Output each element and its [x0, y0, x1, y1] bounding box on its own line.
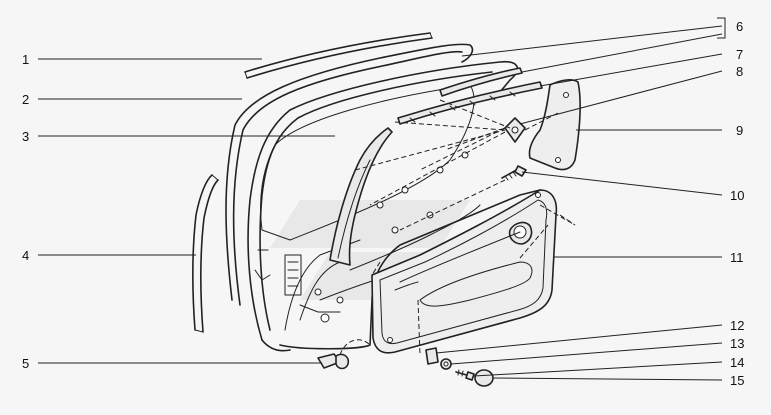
- part-4-door-edge-seal: [192, 174, 219, 333]
- callout-10: 10: [730, 188, 744, 203]
- leader-10: [521, 171, 723, 196]
- part-12-clip-bracket: [425, 347, 439, 365]
- callout-7: 7: [736, 47, 743, 62]
- part-13-washer: [440, 358, 452, 370]
- part-14-screw: [455, 369, 475, 381]
- callout-4: 4: [22, 248, 29, 263]
- part-5-push-clip: [317, 353, 350, 370]
- callout-8: 8: [736, 64, 743, 79]
- callout-11: 11: [730, 250, 744, 265]
- callout-6: 6: [736, 19, 743, 34]
- leader-14: [473, 361, 723, 377]
- callout-2: 2: [22, 92, 29, 107]
- leader-13: [450, 342, 723, 365]
- callout-5: 5: [22, 356, 29, 371]
- part-3-window-channel: [329, 127, 393, 266]
- part-8-clip: [504, 117, 526, 143]
- part-15-cap: [474, 369, 494, 387]
- callout-numbers: 1 2 3 4 5 6 7 8 9 10 11 12 13 14 15: [22, 19, 744, 388]
- callout-3: 3: [22, 129, 29, 144]
- callout-1: 1: [22, 52, 29, 67]
- part-7-window-trim: [397, 81, 543, 125]
- leader-7: [539, 53, 723, 87]
- leader-6a: [461, 25, 723, 57]
- leader-lines: [38, 17, 726, 381]
- bracket-6: [717, 17, 726, 39]
- leader-6b: [521, 33, 723, 73]
- callout-15: 15: [730, 373, 744, 388]
- part-2-door-frame-seal: [225, 43, 474, 306]
- leader-12: [435, 324, 723, 354]
- leader-8: [519, 70, 723, 125]
- part-10-screw: [501, 165, 527, 181]
- part-6-upper-trim: [439, 67, 523, 97]
- part-1-roof-seal: [244, 32, 433, 79]
- callout-14: 14: [730, 355, 744, 370]
- callout-9: 9: [736, 123, 743, 138]
- callout-12: 12: [730, 318, 744, 333]
- leader-15: [492, 377, 723, 381]
- part-9-corner-trim: [528, 79, 581, 171]
- assembly-lines: [339, 99, 576, 356]
- callout-13: 13: [730, 336, 744, 351]
